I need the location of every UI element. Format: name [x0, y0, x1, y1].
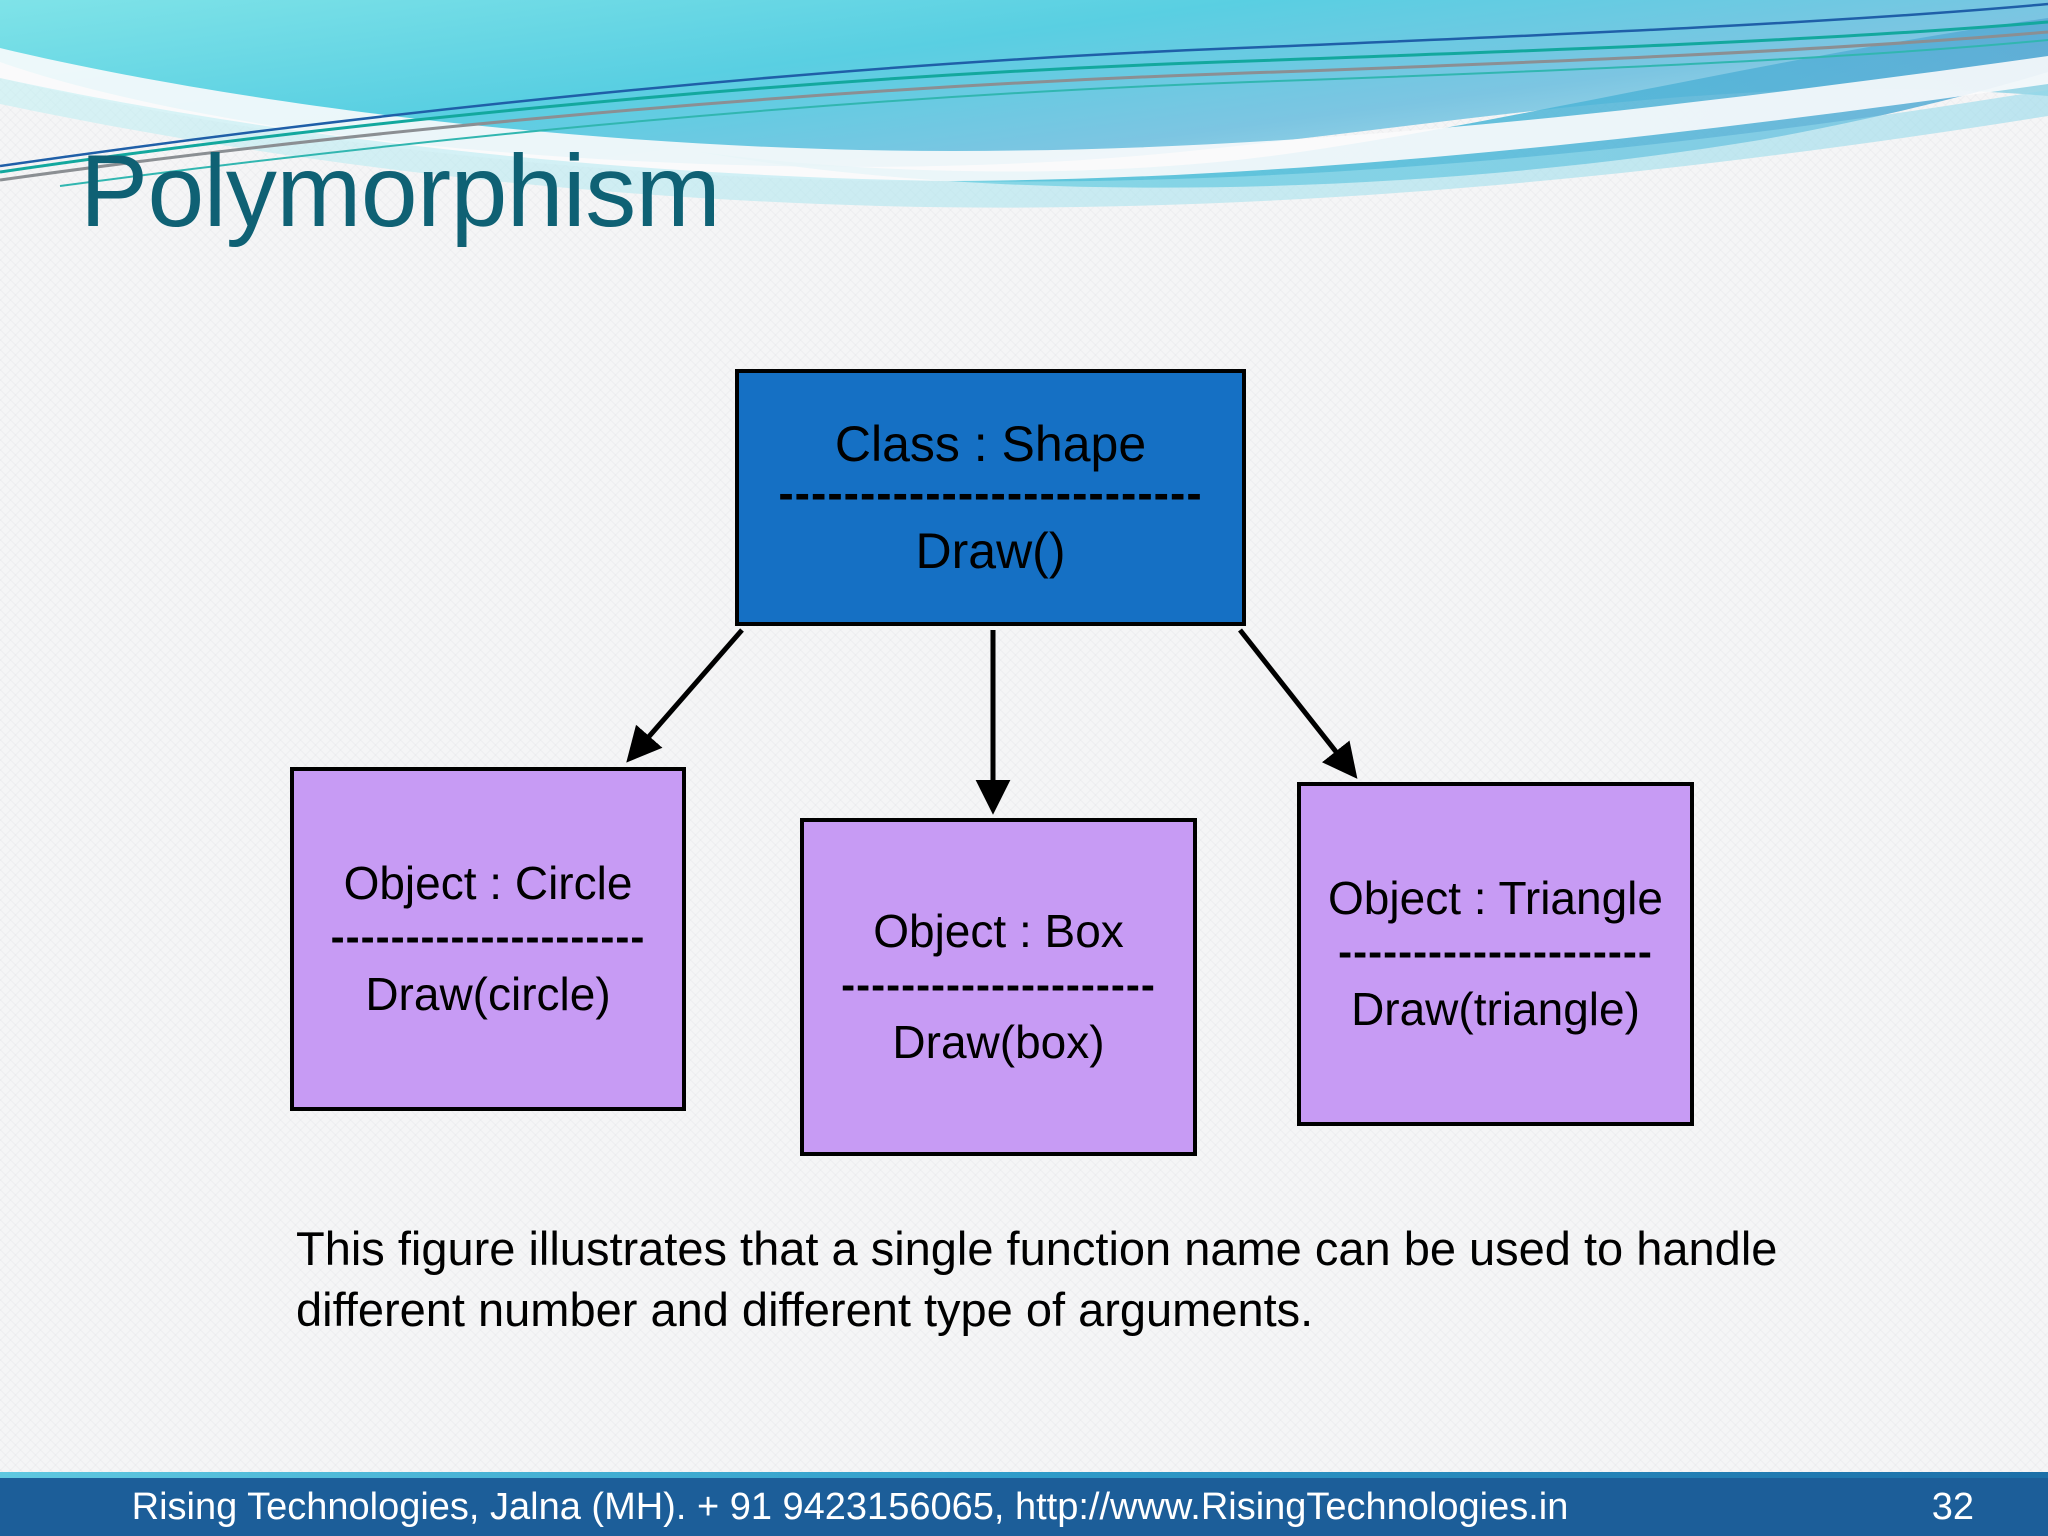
uml-object-circle-header: Object : Circle [343, 856, 633, 909]
footer-accent-line [0, 1472, 2048, 1478]
uml-object-triangle[interactable]: Object : Triangle --------------------- … [1297, 782, 1694, 1126]
uml-object-box-header: Object : Box [873, 904, 1124, 957]
uml-object-box-member: Draw(box) [892, 1015, 1105, 1068]
arrow-to-triangle [1238, 628, 1358, 779]
page-title: Polymorphism [80, 134, 721, 248]
uml-class-shape-separator: -------------------------- [778, 466, 1203, 519]
uml-object-triangle-header: Object : Triangle [1328, 871, 1663, 924]
uml-object-box-separator: --------------------- [841, 961, 1156, 1009]
body-paragraph: This figure illustrates that a single fu… [296, 1218, 1966, 1340]
footer-credit: Rising Technologies, Jalna (MH). + 91 94… [131, 1485, 1569, 1528]
uml-object-circle-separator: --------------------- [330, 913, 646, 961]
uml-object-circle[interactable]: Object : Circle --------------------- Dr… [290, 767, 686, 1111]
uml-object-circle-member: Draw(circle) [365, 967, 611, 1020]
slide-footer: Rising Technologies, Jalna (MH). + 91 94… [0, 1478, 2048, 1536]
body-paragraph-line-1: This figure illustrates that a single fu… [296, 1222, 1778, 1275]
arrow-to-circle [626, 628, 744, 763]
body-paragraph-line-2: different number and different type of a… [296, 1283, 1314, 1337]
uml-class-shape[interactable]: Class : Shape --------------------------… [735, 369, 1246, 626]
uml-object-box[interactable]: Object : Box --------------------- Draw(… [800, 818, 1197, 1156]
uml-class-shape-header: Class : Shape [834, 415, 1147, 472]
footer-page-number: 32 [1931, 1485, 1974, 1528]
uml-object-triangle-member: Draw(triangle) [1351, 982, 1640, 1035]
uml-class-shape-member: Draw() [915, 523, 1066, 580]
uml-object-triangle-separator: --------------------- [1338, 928, 1653, 976]
